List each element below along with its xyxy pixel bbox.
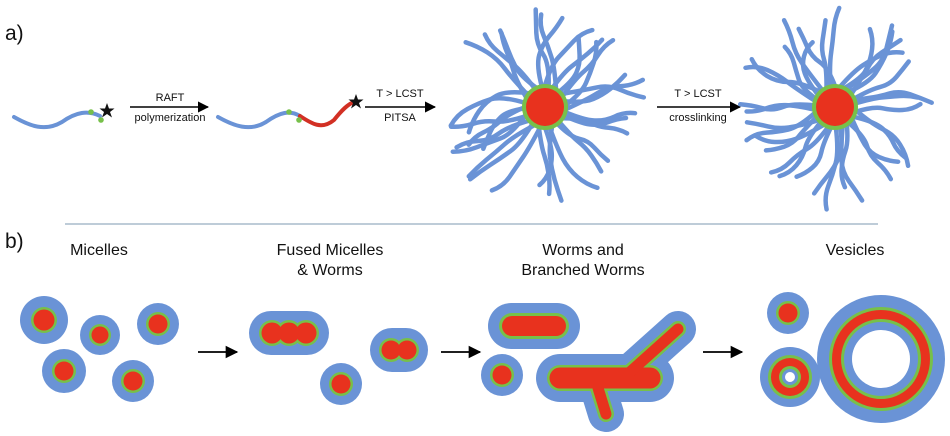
step-3-top-label: T > LCST: [674, 88, 722, 100]
corona-chain: [752, 121, 828, 145]
stage-fused-title-line1: Fused Micelles: [276, 242, 384, 259]
corona-chain: [561, 72, 628, 104]
corona-chain: [466, 104, 528, 147]
stage-fused-title-line2: & Worms: [297, 262, 363, 279]
corona-chain: [819, 18, 829, 92]
corona-chain: [533, 7, 551, 90]
star-icon: [99, 103, 115, 118]
macro-cta-chain: [12, 103, 115, 130]
corona-chain: [781, 18, 826, 94]
panel-b-label: b): [5, 230, 24, 253]
worms-group: [481, 303, 696, 432]
step-3-bottom-label: crosslinking: [669, 112, 727, 124]
corona-chain: [466, 122, 538, 179]
small-vesicle: [760, 347, 820, 407]
corona-chain: [823, 124, 840, 212]
corona-chain: [562, 39, 599, 109]
fused-micelle-trio: [249, 311, 329, 355]
corona-chain: [744, 109, 818, 143]
branched-worm: [536, 311, 696, 432]
micelle: [20, 296, 68, 344]
corona-chain: [768, 123, 832, 175]
corona-chain: [463, 40, 531, 98]
large-vesicle: [817, 295, 945, 423]
corona-chain: [537, 124, 555, 188]
worm: [488, 303, 580, 349]
corona-chain: [852, 101, 923, 115]
corona-chain: [851, 59, 911, 102]
micelle-core: [816, 88, 854, 126]
stage-worms-title-line2: Branched Worms: [521, 262, 645, 279]
corona-chain: [547, 124, 600, 191]
corona-chain: [542, 27, 595, 90]
corona-chain: [827, 5, 842, 90]
step-2-top-label: T > LCST: [376, 88, 424, 100]
stage-worms-title-line1: Worms and: [542, 242, 624, 259]
fused-micelles-group: [249, 311, 428, 405]
corona-chain: [749, 56, 824, 95]
fused-micelle-pair: [370, 328, 428, 372]
corona-chain: [556, 34, 582, 95]
micelle: [112, 360, 154, 402]
corona-chain: [845, 119, 894, 182]
micelle: [320, 363, 362, 405]
corona-chain: [538, 12, 559, 93]
corona-chain: [559, 116, 630, 136]
panel-a-label: a): [5, 22, 24, 45]
micelle: [42, 349, 86, 393]
star-icon: [348, 94, 364, 109]
corona-chain: [535, 15, 565, 90]
corona-chain: [489, 124, 543, 193]
crosslinked-star-micelle: [737, 5, 934, 212]
corona-chain: [782, 44, 819, 102]
step-1-bottom-label: polymerization: [134, 112, 206, 124]
micelle-core: [526, 88, 564, 126]
step-1-top-label: RAFT: [155, 92, 185, 104]
corona-chain: [737, 102, 818, 112]
step-2-bottom-label: PITSA: [384, 112, 416, 124]
corona-chain: [852, 93, 920, 106]
micelle: [80, 315, 120, 355]
corona-chain: [450, 111, 529, 154]
stage-micelles-title: Micelles: [70, 242, 128, 259]
micelle: [481, 354, 523, 396]
corona-chain: [777, 119, 824, 179]
corona-chain: [796, 26, 838, 90]
corona-chain: [794, 124, 834, 179]
corona-chain: [845, 29, 895, 95]
corona-chain: [466, 90, 533, 135]
micelle: [767, 292, 809, 334]
corona-chain: [536, 123, 552, 197]
star-micelle: [448, 7, 647, 203]
corona-chain: [448, 95, 528, 128]
corona-chain: [448, 113, 530, 130]
corona-chain: [763, 113, 820, 153]
vesicles-group: [760, 292, 945, 423]
corona-chain: [850, 114, 908, 160]
corona-chain: [848, 26, 875, 98]
corona-chain: [554, 120, 611, 163]
micelles-group: [20, 296, 179, 402]
micelle: [137, 303, 179, 345]
corona-chain: [497, 28, 540, 91]
corona-chain: [467, 120, 536, 182]
stage-vesicles-title: Vesicles: [825, 242, 885, 259]
diblock-copolymer-chain: [216, 94, 364, 130]
